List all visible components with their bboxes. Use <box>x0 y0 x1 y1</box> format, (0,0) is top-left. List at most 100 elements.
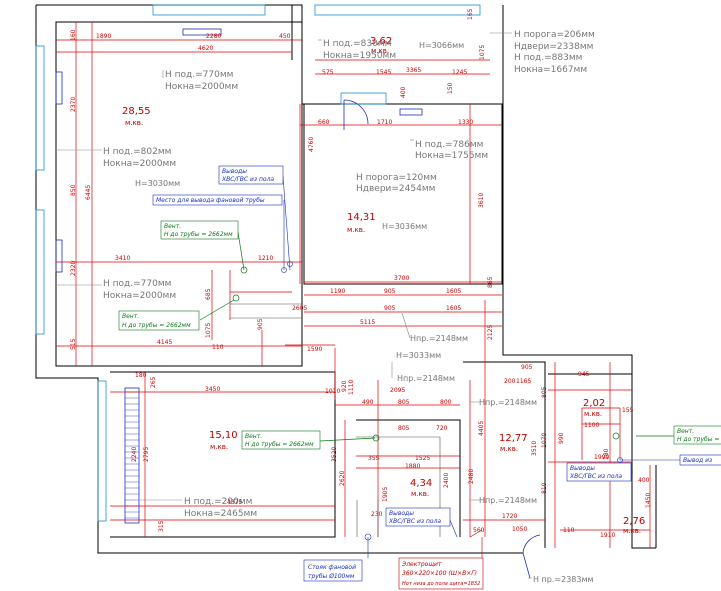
dimension-label: 1110 <box>348 380 355 395</box>
dimension-label: 560 <box>473 527 485 534</box>
dimension-label: 155 <box>622 407 634 414</box>
dimension-lines <box>56 22 651 548</box>
dimension-label: 990 <box>558 432 565 444</box>
room-unit: м.кв. <box>210 443 228 451</box>
panel-note: 360×220×100 (Ш×В×Г) <box>402 570 477 577</box>
dimension-label: 1910 <box>600 532 615 539</box>
dimension-label: 1450 <box>645 493 652 508</box>
height-note: Нпр.=2148мм <box>479 496 537 505</box>
dimension-label: 1990 <box>594 454 609 461</box>
vent-note: Н до трубы = 2662мм <box>122 322 191 329</box>
dimension-label: 160 <box>70 29 77 41</box>
door-note: Ндвери=2454мм <box>356 184 435 194</box>
room-area: 15,10 <box>209 430 238 441</box>
room-area: 14,31 <box>347 212 376 223</box>
room-unit: м.кв. <box>411 490 429 498</box>
room-height: H=3030мм <box>135 179 180 188</box>
dimension-label: 920 <box>341 380 348 392</box>
dimension-label: 905 <box>521 364 533 371</box>
dimension-label: 3450 <box>205 386 220 393</box>
dimension-label: 905 <box>384 305 396 312</box>
dimension-label: 180 <box>135 372 147 379</box>
door-note: Н под.=883мм <box>514 53 582 63</box>
dimension-label: 945 <box>578 371 590 378</box>
door-note: Ндвери=2338мм <box>514 42 593 52</box>
height-notes: Н под.=770мм Нокна=2000мм Н под.=802мм Н… <box>103 30 595 584</box>
dimension-label: 450 <box>279 33 291 40</box>
riser-note: Стояк фановой <box>308 564 356 571</box>
dimension-label: 515 <box>70 338 77 350</box>
dimension-label: 3510 <box>531 441 538 456</box>
dimension-label: 1890 <box>96 33 111 40</box>
room-height: H=3036мм <box>382 222 427 231</box>
dimension-label: 2620 <box>339 471 346 486</box>
height-note: Нпр.=2148мм <box>410 334 468 343</box>
dimension-label: 4145 <box>157 339 172 346</box>
water-outlet-note: ХВС/ГВС из пола <box>221 176 274 183</box>
room-area: 12,77 <box>499 433 528 444</box>
dimension-label: 905 <box>384 288 396 295</box>
window-note: Н под.=786мм <box>415 140 483 150</box>
room-unit: м.кв. <box>347 226 365 234</box>
water-outlet-note: Выводы <box>222 168 247 175</box>
dimension-label: 400 <box>638 477 650 484</box>
dimension-label: 1070 <box>541 433 548 448</box>
vent-note: Вент. <box>122 313 139 320</box>
dimension-label: 1075 <box>479 45 486 60</box>
water-outlet-note: Выводы <box>570 465 595 472</box>
door-note: Н порога=120мм <box>356 173 437 183</box>
window-note: Н под.=770мм <box>103 279 171 289</box>
dimension-label: 805 <box>398 399 410 406</box>
window-note: Нокна=1950мм <box>323 51 396 61</box>
dimension-label: 1050 <box>512 526 527 533</box>
room-unit: м.кв. <box>500 445 518 453</box>
dimension-label: 1720 <box>502 513 517 520</box>
dimension-labels: 1890 2280 450 4620 3365 575 1545 1245 66… <box>70 8 652 539</box>
dimension-label: 1075 <box>205 323 212 338</box>
callouts: Выводы ХВС/ГВС из пола Место для вывода … <box>118 165 721 590</box>
panel-note: Электрощит <box>401 561 442 568</box>
dimension-label: 180 <box>603 448 610 460</box>
vent-note: Вент. <box>245 433 262 440</box>
dimension-label: 230 <box>371 511 383 518</box>
dimension-label: 660 <box>318 119 330 126</box>
vent-note: Вент. <box>677 428 694 435</box>
dimension-label: 800 <box>440 399 452 406</box>
dimension-label: 2400 <box>443 473 450 488</box>
panel-note: Hот низа до пола щита=1832 <box>402 581 480 587</box>
dimension-label: 4375 <box>227 499 242 506</box>
window-note: Нокна=2000мм <box>103 159 176 169</box>
dimension-label: 110 <box>212 344 224 351</box>
dimension-label: 3410 <box>115 255 130 262</box>
height-note: Нпр.=2148мм <box>479 398 537 407</box>
dimension-label: 1245 <box>452 69 467 76</box>
dimension-label: 2095 <box>390 387 405 394</box>
height-note: Нпр.=2148мм <box>397 374 455 383</box>
room-unit: м.кв. <box>125 119 143 127</box>
dimension-label: 3520 <box>331 447 338 462</box>
room-area: 3,62 <box>370 36 392 47</box>
dimension-label: 265 <box>150 376 157 388</box>
dimension-label: 400 <box>400 86 407 98</box>
dimension-label: 575 <box>322 69 334 76</box>
dimension-label: 165 <box>467 8 474 20</box>
window-note: Нокна=2465мм <box>184 509 257 519</box>
window-note: Н под.=770мм <box>165 70 233 80</box>
door-note: Н порога=206мм <box>514 30 595 40</box>
vent-note: Вент. <box>164 223 181 230</box>
dimension-label: 2240 <box>131 447 138 462</box>
dimension-label: 4405 <box>478 421 485 436</box>
height-note: H=3033мм <box>396 351 441 360</box>
dimension-label: 1605 <box>446 288 461 295</box>
dimension-label: 720 <box>436 425 448 432</box>
dimension-label: 850 <box>70 184 77 196</box>
leader-lines <box>56 32 532 579</box>
dimension-label: 1190 <box>330 288 345 295</box>
height-note: H=3066мм <box>419 41 464 50</box>
pipe-leaders <box>281 175 680 558</box>
water-outlet-note: ХВС/ГВС из пола <box>388 518 441 525</box>
dimension-label: 5115 <box>360 319 375 326</box>
window-note: Н под.=290мм <box>184 497 252 507</box>
dimension-label: 2280 <box>206 33 221 40</box>
door-note: Нокна=1667мм <box>514 65 587 75</box>
